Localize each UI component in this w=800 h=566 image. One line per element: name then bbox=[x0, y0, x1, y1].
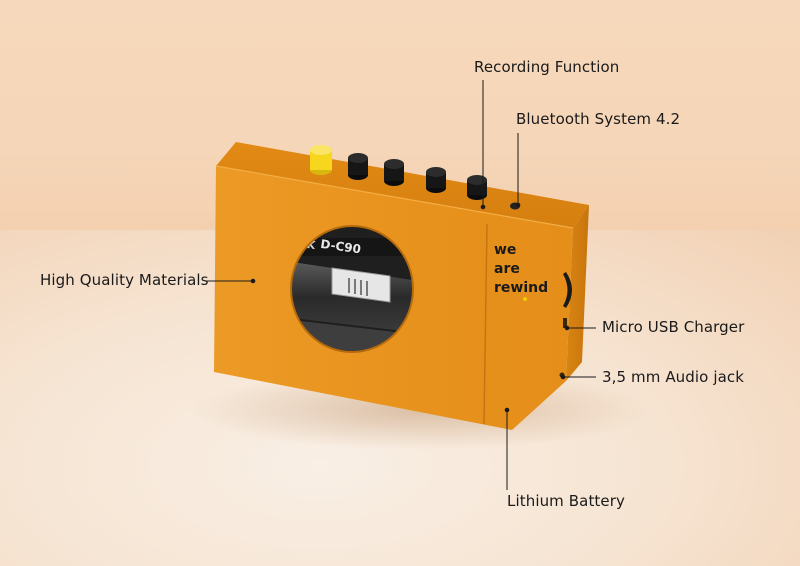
callout-audio-jack: 3,5 mm Audio jack bbox=[602, 368, 745, 386]
tape-window-ticks bbox=[348, 278, 368, 296]
micro-usb-port-icon bbox=[563, 318, 567, 328]
brand-accent-dot bbox=[523, 297, 527, 301]
callout-lines bbox=[206, 80, 596, 490]
device-side-face bbox=[566, 205, 589, 381]
front-panel-seam bbox=[483, 223, 488, 425]
control-buttons bbox=[310, 145, 487, 200]
callout-bluetooth-system: Bluetooth System 4.2 bbox=[516, 110, 681, 128]
yellow-button-icon bbox=[310, 150, 332, 170]
brand-line-2: are bbox=[494, 261, 520, 277]
brand-line-1: we bbox=[494, 242, 516, 258]
callout-lithium-battery: Lithium Battery bbox=[507, 492, 625, 510]
brand-line-3: rewind bbox=[494, 280, 548, 296]
brand-logo: we are rewind bbox=[494, 242, 548, 301]
device-top-face bbox=[216, 142, 589, 228]
volume-wheel-icon bbox=[563, 272, 572, 308]
callout-recording-function: Recording Function bbox=[474, 58, 620, 76]
front-top-edge bbox=[215, 165, 574, 229]
cassette-brand-text: D-C90 bbox=[320, 237, 362, 257]
callout-micro-usb-charger: Micro USB Charger bbox=[602, 318, 745, 336]
cassette-window-rim bbox=[290, 225, 414, 353]
callout-high-quality-materials: High Quality Materials bbox=[40, 271, 209, 289]
